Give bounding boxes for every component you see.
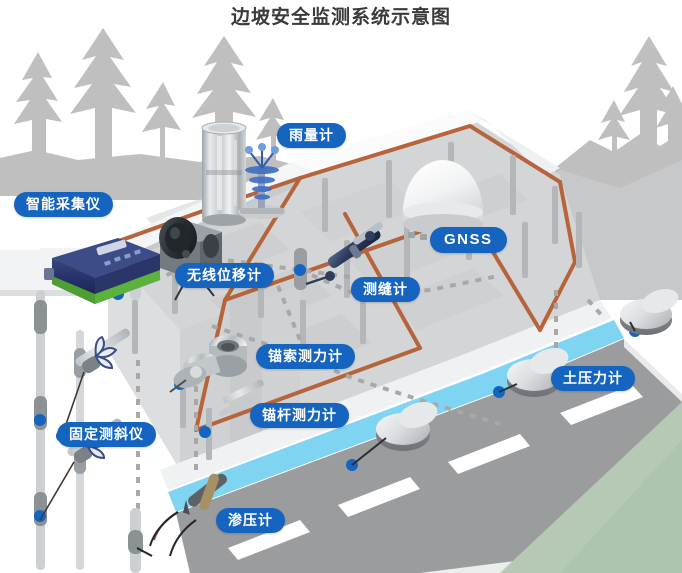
road-lane-markings — [228, 361, 682, 560]
anemometer-device — [238, 143, 286, 219]
tree-silhouettes-left — [14, 28, 289, 174]
data-acquisition-unit — [44, 238, 160, 304]
terrace-cap-right — [466, 110, 560, 176]
displacement-target — [294, 248, 307, 290]
earth-pressure-cell — [351, 402, 438, 466]
label-earth-pressure-cell[interactable]: 土压力计 — [551, 366, 635, 392]
label-joint-meter[interactable]: 测缝计 — [351, 277, 420, 303]
road-surface — [176, 339, 682, 573]
rain-gauge-cylinder — [201, 121, 247, 226]
label-anchor-bolt-load-cell[interactable]: 锚杆测力计 — [250, 403, 349, 429]
anchor-bolt-rods — [219, 379, 264, 417]
label-gnss[interactable]: GNSS — [430, 227, 507, 254]
label-fixed-inclinometer[interactable]: 固定测斜仪 — [57, 422, 156, 448]
grass-patch-light — [500, 402, 682, 573]
inclinometer-casing-left — [34, 290, 47, 570]
earth-pressure-cell — [620, 289, 679, 335]
inclinometer-probe-1 — [61, 328, 130, 437]
label-piezometer[interactable]: 渗压计 — [216, 508, 285, 534]
road-shoulder-far — [624, 339, 682, 402]
terrace-cap-upper-2 — [292, 110, 486, 172]
pipe-network — [58, 124, 577, 432]
berm-white-strip — [160, 300, 612, 490]
label-data-collector[interactable]: 智能采集仪 — [14, 192, 113, 218]
page-title: 边坡安全监测系统示意图 — [230, 7, 451, 28]
anchor-bolt-load-cell — [169, 353, 221, 393]
label-anchor-cable-load-cell[interactable]: 锚索测力计 — [256, 344, 355, 370]
piezometer-probe — [136, 473, 219, 557]
gnss-dome-antenna — [403, 160, 483, 242]
label-wireless-displacement-meter[interactable]: 无线位移计 — [175, 263, 274, 289]
earth-pressure-cell — [498, 348, 569, 397]
retaining-wall-left — [108, 250, 180, 470]
crack-joint-meter — [305, 222, 383, 286]
label-rain-gauge[interactable]: 雨量计 — [277, 123, 346, 149]
